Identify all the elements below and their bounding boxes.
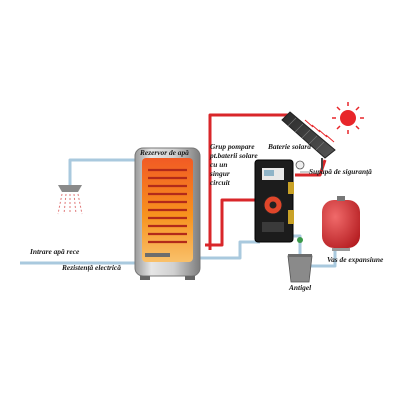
pump-group-label-5: circuit [210,178,230,187]
electric-heater-label: Rezistență electrică [62,263,121,272]
antifreeze-label: Antigel [289,283,312,292]
pump-group-label-2: pt.baterii solare [210,151,258,160]
cold-water-inlet-label: Intrare apă rece [30,247,80,256]
pump-group-label-4: singur [210,169,230,178]
solar-panel-label: Baterie solară [268,142,311,151]
water-tank [134,147,201,280]
electric-heater [145,253,170,257]
expansion-vessel-label: Vas de expansiune [327,255,384,264]
pump-group [254,159,305,243]
expansion-vessel [322,196,360,251]
solar-panel [281,111,336,170]
pump-group-label-1: Grup pompare [210,142,255,151]
antifreeze-container [287,254,313,283]
pump-group-label-3: cu un [210,160,228,169]
cold-pipes [20,158,337,268]
sun-icon [304,102,364,143]
shower-icon [57,185,83,215]
hot-pipes [205,113,327,250]
tank-label: Rezervor de apă [140,148,189,157]
safety-valve-label: Supapă de siguranță [309,167,372,176]
